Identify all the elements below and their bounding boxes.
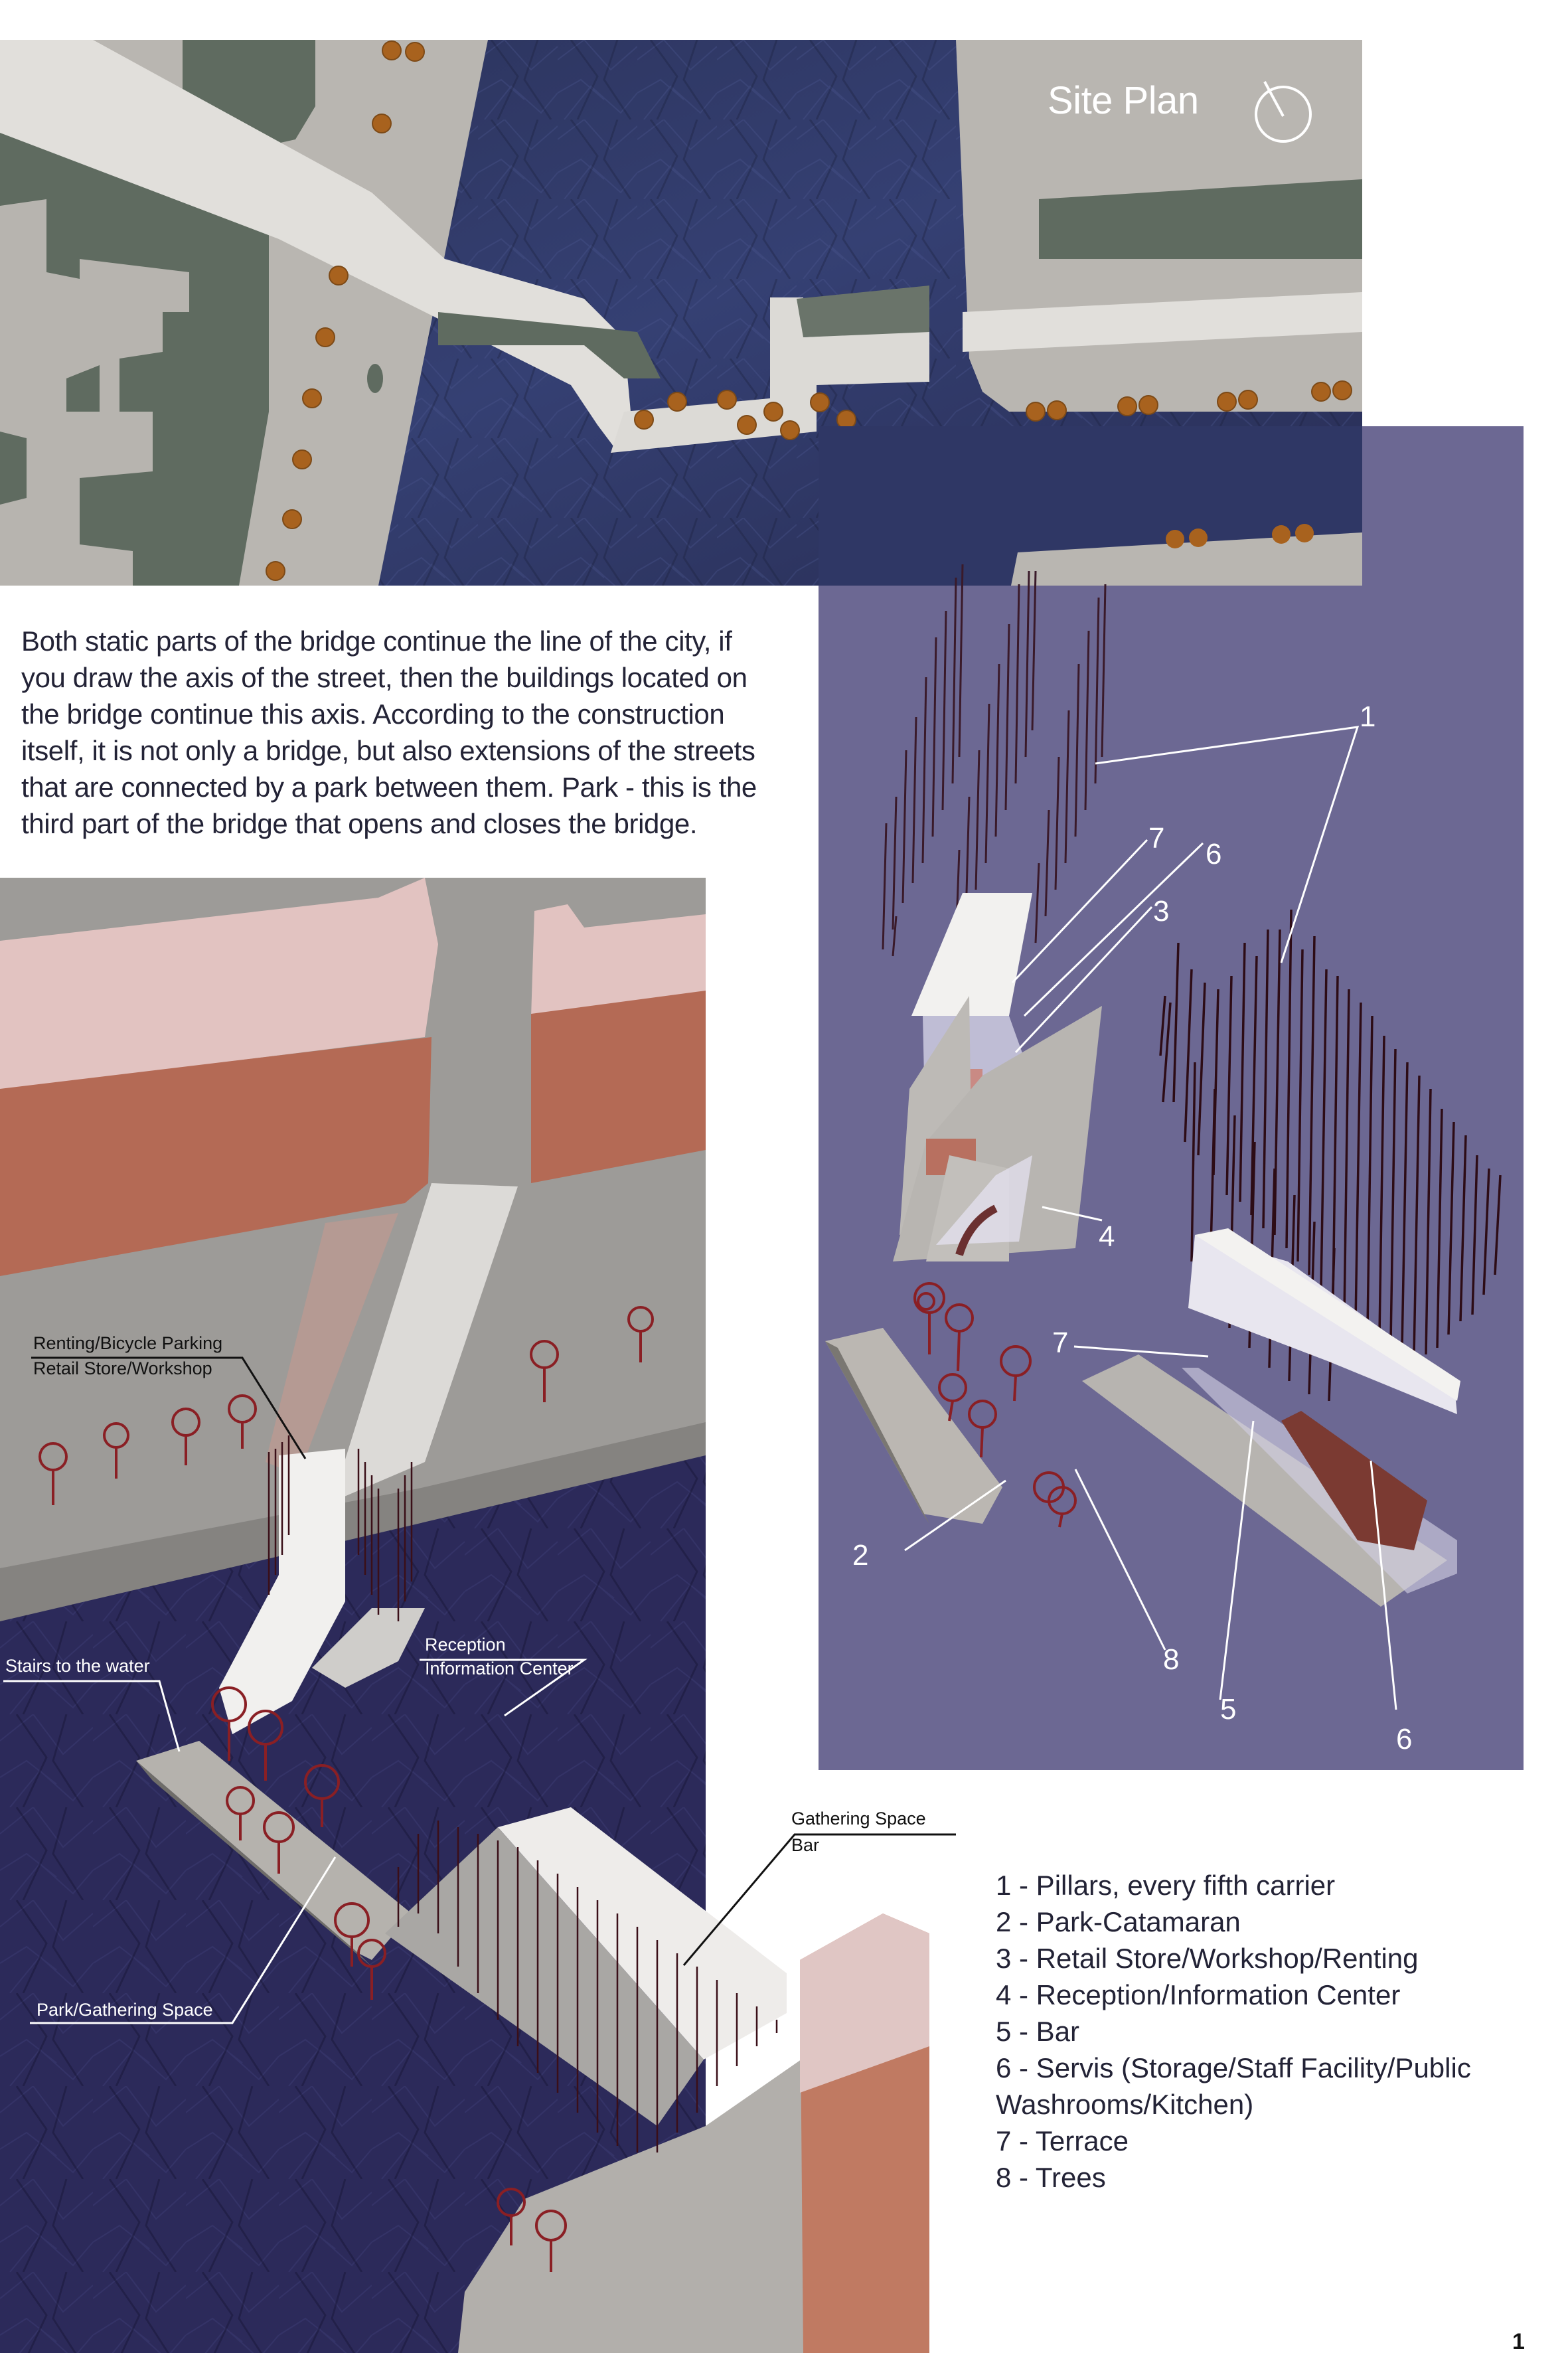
legend-item: 8 - Trees xyxy=(996,2162,1106,2193)
site-plan: Site Plan xyxy=(0,40,1362,586)
bar-block xyxy=(498,1807,787,2060)
callout-7-bottom: 7 xyxy=(1052,1327,1069,1359)
site-plan-title: Site Plan xyxy=(1048,79,1199,122)
retail-block xyxy=(219,1449,345,1734)
building-right-front xyxy=(531,991,706,1183)
street-diagonal xyxy=(0,40,651,451)
callout-4: 4 xyxy=(1099,1220,1115,1253)
building-left-top xyxy=(0,878,438,1090)
legend-item: Washrooms/Kitchen) xyxy=(996,2089,1254,2120)
page-number: 1 xyxy=(1512,2329,1525,2354)
legend-item: 4 - Reception/Information Center xyxy=(996,1979,1401,2010)
label-reception: Reception xyxy=(425,1635,506,1655)
callout-6-top: 6 xyxy=(1206,838,1222,870)
label-park-gathering: Park/Gathering Space xyxy=(37,2000,213,2020)
north-arrow-icon xyxy=(1255,81,1312,143)
label-stairs: Stairs to the water xyxy=(5,1656,150,1676)
legend-item: 7 - Terrace xyxy=(996,2125,1129,2156)
callout-5: 5 xyxy=(1220,1693,1237,1726)
label-gathering-space: Gathering Space xyxy=(791,1809,926,1828)
legend: 1 - Pillars, every fifth carrier 2 - Par… xyxy=(996,1867,1500,2196)
callout-1: 1 xyxy=(1360,700,1376,733)
project-description: Both static parts of the bridge continue… xyxy=(21,625,757,839)
site-plan-drawing xyxy=(0,40,1362,586)
legend-item: 2 - Park-Catamaran xyxy=(996,1906,1241,1937)
legend-item: 6 - Servis (Storage/Staff Facility/Publi… xyxy=(996,2052,1471,2083)
label-information-center: Information Center xyxy=(425,1659,574,1678)
building-left-front xyxy=(0,1037,431,1276)
axonometric-view: Renting/Bicycle Parking Retail Store/Wor… xyxy=(0,878,943,2353)
label-retail: Retail Store/Workshop xyxy=(33,1358,212,1378)
legend-item: 1 - Pillars, every fifth carrier xyxy=(996,1870,1336,1901)
tree-scribbles-axo xyxy=(39,1306,654,2272)
bridge-center xyxy=(611,297,929,453)
legend-item: 3 - Retail Store/Workshop/Renting xyxy=(996,1943,1419,1974)
callout-7-top: 7 xyxy=(1148,822,1165,854)
legend-item: 5 - Bar xyxy=(996,2016,1080,2047)
label-bar: Bar xyxy=(791,1835,820,1855)
ramp-street xyxy=(332,1183,518,1502)
callout-2: 2 xyxy=(852,1539,869,1572)
site-plan-overlap xyxy=(819,426,1362,586)
pillar-lines xyxy=(268,1435,778,2152)
axo-leader-lines xyxy=(3,1356,588,2024)
label-renting: Renting/Bicycle Parking xyxy=(33,1333,223,1353)
callout-6-bottom: 6 xyxy=(1396,1723,1413,1755)
callout-3: 3 xyxy=(1153,895,1170,928)
callout-8: 8 xyxy=(1163,1643,1180,1676)
